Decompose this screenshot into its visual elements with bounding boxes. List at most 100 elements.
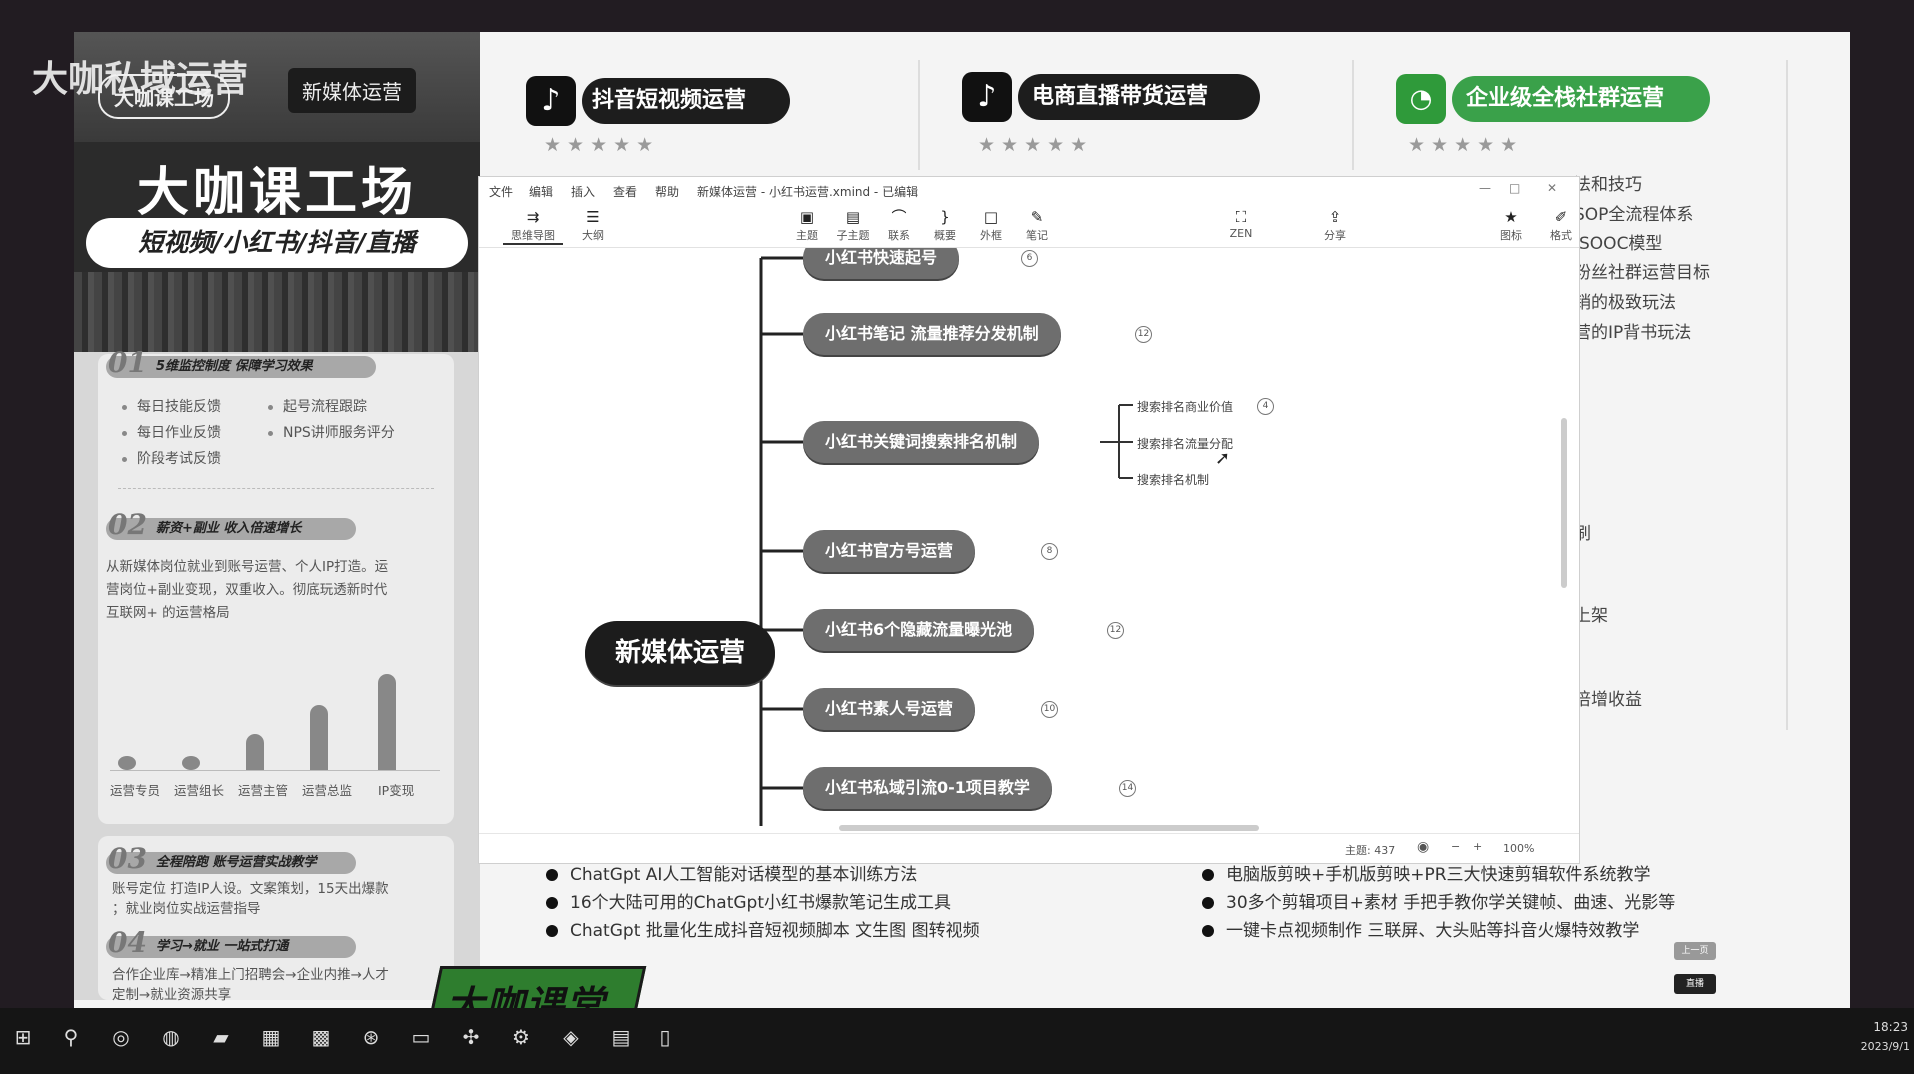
menu-edit[interactable]: 编辑 — [529, 185, 554, 199]
subtopic[interactable]: 搜索排名机制 — [1137, 473, 1210, 487]
divider — [1786, 60, 1788, 730]
prev-page-button[interactable]: 上一页 — [1674, 942, 1716, 960]
subtopic[interactable]: 搜索排名商业价值 — [1137, 400, 1234, 414]
list-item: ISOOC模型 — [1574, 234, 1663, 254]
list-item: NPS讲师服务评分 — [268, 422, 395, 442]
app-icon[interactable]: ▤ — [611, 1025, 631, 1049]
boundary-icon: □ — [983, 208, 999, 226]
branch-topic[interactable]: 小红书笔记 流量推荐分发机制 — [803, 313, 1061, 355]
toolbar: ⇉思维导图 ☰大纲 ▣主题 ▤子主题 ⌒联系 }概要 □外框 ✎笔记 ⛶ZEN … — [479, 203, 1579, 248]
tool-subtopic[interactable]: ▤子主题 — [831, 207, 875, 243]
list-item: 营的IP背书玩法 — [1574, 323, 1692, 343]
title-bar: 文件 编辑 插入 查看 帮助 新媒体运营 - 小红书运营.xmind - 已编辑… — [479, 177, 1579, 203]
branch-topic[interactable]: 小红书6个隐藏流量曝光池 — [803, 609, 1035, 651]
zoom-in-icon[interactable]: + — [1473, 840, 1483, 853]
section-heading: 学习→就业 一站式打通 — [106, 936, 356, 958]
list-item: SOP全流程体系 — [1574, 205, 1694, 225]
menu-insert[interactable]: 插入 — [571, 185, 596, 199]
list-item: 销的极致玩法 — [1574, 293, 1676, 313]
branch-topic[interactable]: 小红书素人号运营 — [803, 688, 976, 730]
vertical-scrollbar[interactable] — [1561, 418, 1567, 588]
topic-count: 主题: 437 — [1345, 844, 1396, 857]
format-icon: ✐ — [1554, 208, 1568, 226]
menu-help[interactable]: 帮助 — [655, 185, 680, 199]
career-bar — [378, 674, 396, 770]
branch-topic[interactable]: 小红书关键词搜索排名机制 — [803, 421, 1040, 463]
poster-card: 全程陪跑 账号运营实战教学 03 账号定位 打造IP人设。文案策划，15天出爆款… — [98, 836, 454, 1003]
mindmap-canvas[interactable]: 新媒体运营 小红书快速起号 6 小红书笔记 流量推荐分发机制 12 小红书关键词… — [479, 248, 1579, 830]
close-icon[interactable]: ✕ — [1547, 181, 1558, 195]
tool-zen[interactable]: ⛶ZEN — [1219, 207, 1263, 240]
menu-file[interactable]: 文件 — [489, 185, 514, 199]
collapse-count[interactable]: 10 — [1041, 701, 1058, 718]
list-item: ChatGpt AI人工智能对话模型的基本训练方法 — [546, 860, 917, 885]
tool-relationship[interactable]: ⌒联系 — [877, 207, 921, 243]
tool-note[interactable]: ✎笔记 — [1015, 207, 1059, 243]
collapse-count[interactable]: 6 — [1021, 250, 1038, 267]
share-icon: ⇪ — [1328, 208, 1342, 226]
xmind-window: 文件 编辑 插入 查看 帮助 新媒体运营 - 小红书运营.xmind - 已编辑… — [478, 176, 1580, 864]
app-icon[interactable]: ⊛ — [362, 1025, 380, 1049]
bar-label: 运营专员 — [110, 783, 161, 798]
tiktok-icon: ♪ — [526, 76, 576, 126]
live-button[interactable]: 直播 — [1674, 974, 1716, 994]
app-icon[interactable]: ▩ — [311, 1025, 331, 1049]
mouse-cursor: ➚ — [1215, 448, 1231, 469]
collapse-count[interactable]: 4 — [1257, 398, 1274, 415]
app-icon[interactable]: ▯ — [659, 1025, 671, 1049]
branch-topic[interactable]: 小红书快速起号 — [803, 248, 960, 279]
tool-topic[interactable]: ▣主题 — [785, 207, 829, 243]
minimize-icon[interactable]: — — [1479, 181, 1491, 195]
maximize-icon[interactable]: □ — [1509, 181, 1521, 195]
subtopic[interactable]: 搜索排名流量分配 — [1137, 437, 1234, 451]
edge-icon[interactable]: ◎ — [112, 1025, 130, 1049]
branch-topic[interactable]: 小红书官方号运营 — [803, 530, 976, 572]
divider — [1352, 60, 1354, 170]
list-item: 16个大陆可用的ChatGpt小红书爆款笔记生成工具 — [546, 888, 951, 913]
search-icon[interactable]: ⚲ — [63, 1025, 79, 1049]
career-bar — [310, 705, 328, 770]
chrome-icon[interactable]: ◍ — [162, 1025, 180, 1049]
section-number: 02 — [108, 508, 147, 541]
collapse-count[interactable]: 12 — [1135, 326, 1152, 343]
menu-view[interactable]: 查看 — [613, 185, 638, 199]
collapse-count[interactable]: 8 — [1041, 543, 1058, 560]
app-icon[interactable]: ▰ — [213, 1025, 229, 1049]
app-icon[interactable]: ◈ — [563, 1025, 579, 1049]
collapse-count[interactable]: 14 — [1119, 780, 1136, 797]
excel-icon[interactable]: ▦ — [261, 1025, 281, 1049]
list-item: 每日技能反馈 — [122, 396, 221, 416]
career-bar — [118, 756, 136, 770]
zoom-out-icon[interactable]: − — [1451, 840, 1461, 853]
eye-icon[interactable]: ◉ — [1417, 839, 1430, 855]
poster-badge: 新媒体运营 — [288, 68, 416, 113]
poster-logo: 大咖课工场 — [98, 74, 230, 119]
branch-topic[interactable]: 小红书私域引流0-1项目教学 — [803, 767, 1052, 809]
xmind-icon[interactable]: ✣ — [462, 1025, 480, 1049]
view-outline[interactable]: ☰大纲 — [571, 207, 615, 243]
sticker-icon: ★ — [1504, 208, 1518, 226]
tool-boundary[interactable]: □外框 — [969, 207, 1013, 243]
tool-summary[interactable]: }概要 — [923, 207, 967, 243]
folder-icon[interactable]: ▭ — [411, 1025, 431, 1049]
zoom-level[interactable]: 100% — [1503, 842, 1535, 855]
horizontal-scrollbar[interactable] — [839, 825, 1259, 831]
collapse-count[interactable]: 12 — [1107, 622, 1124, 639]
city-image — [74, 272, 480, 352]
app-icon[interactable]: ⚙ — [512, 1025, 530, 1049]
view-mindmap[interactable]: ⇉思维导图 — [503, 207, 563, 245]
document-title: 新媒体运营 - 小红书运营.xmind - 已编辑 — [697, 185, 919, 199]
root-topic[interactable]: 新媒体运营 — [585, 621, 776, 685]
windows-start-icon[interactable]: ⊞ — [14, 1025, 32, 1049]
clock-date[interactable]: 2023/9/1 — [1860, 1040, 1910, 1053]
section-number: 01 — [108, 346, 147, 379]
list-item: 一键卡点视频制作 三联屏、大头贴等抖音火爆特效教学 — [1202, 916, 1639, 941]
list-item: 电脑版剪映+手机版剪映+PR三大快速剪辑软件系统教学 — [1202, 860, 1651, 885]
tool-format[interactable]: ✐格式 — [1539, 207, 1583, 243]
tool-sticker[interactable]: ★图标 — [1489, 207, 1533, 243]
tool-share[interactable]: ⇪分享 — [1313, 207, 1357, 243]
clock-time[interactable]: 18:23 — [1873, 1020, 1908, 1034]
card-title-douyin: 抖音短视频运营 — [582, 78, 790, 124]
section-number: 04 — [108, 926, 147, 959]
section-text: 账号定位 打造IP人设。文案策划，15天出爆款 — [112, 881, 389, 897]
